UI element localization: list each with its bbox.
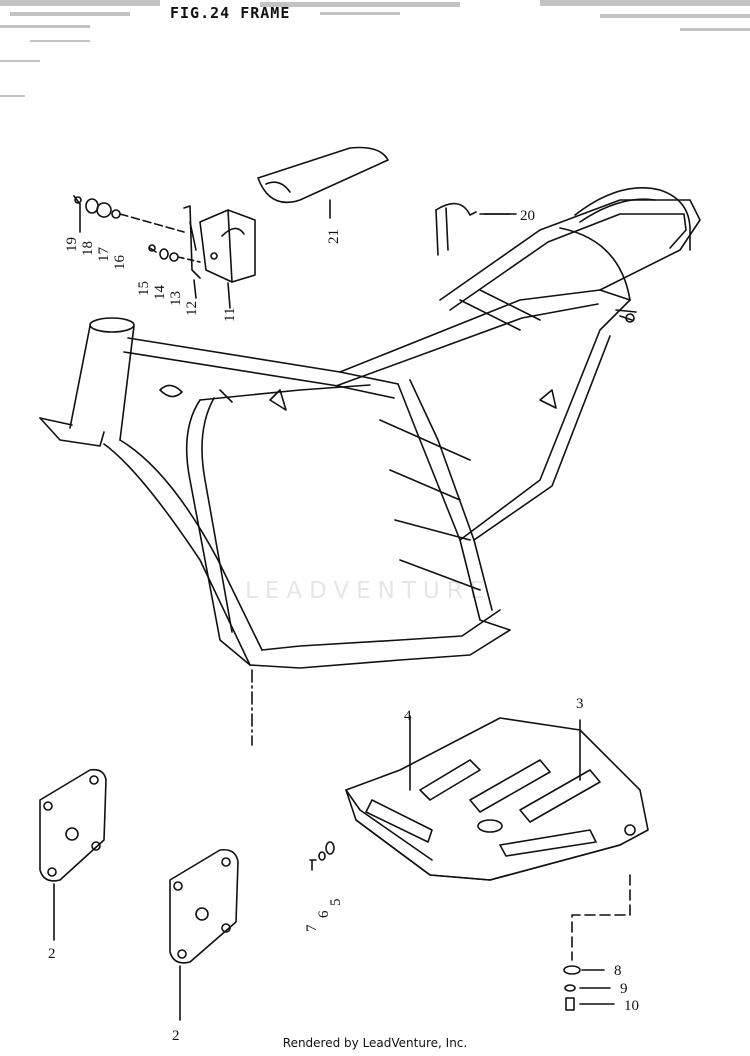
- label-part-17: 17: [96, 247, 112, 263]
- label-part-10: 10: [624, 998, 639, 1014]
- label-part-16: 16: [112, 255, 128, 271]
- part-11-cdi-unit: [199, 209, 256, 309]
- hardware-bolts: [73, 195, 201, 263]
- label-part-21: 21: [326, 229, 342, 244]
- part-20-strap: [435, 202, 511, 256]
- figure-title: FIG.24 FRAME: [170, 4, 291, 22]
- label-part-5: 5: [328, 899, 344, 907]
- scan-noise: [0, 0, 750, 97]
- label-part-8: 8: [614, 963, 622, 979]
- label-part-2a: 2: [48, 946, 56, 962]
- part-2-bracket-right: [169, 848, 239, 1021]
- label-part-19: 19: [64, 237, 80, 252]
- label-part-14: 14: [152, 285, 168, 301]
- label-part-9: 9: [620, 981, 628, 997]
- hardware-5-7: [309, 841, 335, 871]
- label-part-4: 4: [404, 708, 412, 724]
- label-part-20: 20: [520, 208, 535, 224]
- label-part-7: 7: [304, 924, 320, 932]
- label-part-15: 15: [136, 281, 152, 296]
- hardware-8-10: [563, 874, 631, 1011]
- part-labels: 2 2 3 4 5 6 7 8 9 10 11 12 13 14 15 16 1…: [48, 208, 639, 1044]
- part-21-rubber-cover: [257, 146, 389, 219]
- label-part-6: 6: [316, 910, 332, 918]
- label-part-13: 13: [168, 291, 184, 306]
- part-2-bracket-left: [39, 768, 107, 941]
- label-part-3: 3: [576, 696, 584, 712]
- label-part-11: 11: [222, 308, 238, 322]
- main-frame: [39, 187, 701, 746]
- watermark: LEADVENTURE: [245, 578, 492, 604]
- label-part-18: 18: [80, 241, 96, 256]
- label-part-12: 12: [184, 301, 200, 316]
- footer-credit: Rendered by LeadVenture, Inc.: [282, 1036, 468, 1050]
- part-12-bracket: [183, 205, 201, 299]
- part-3-skid-plate: [345, 715, 649, 881]
- label-part-2b: 2: [172, 1028, 180, 1044]
